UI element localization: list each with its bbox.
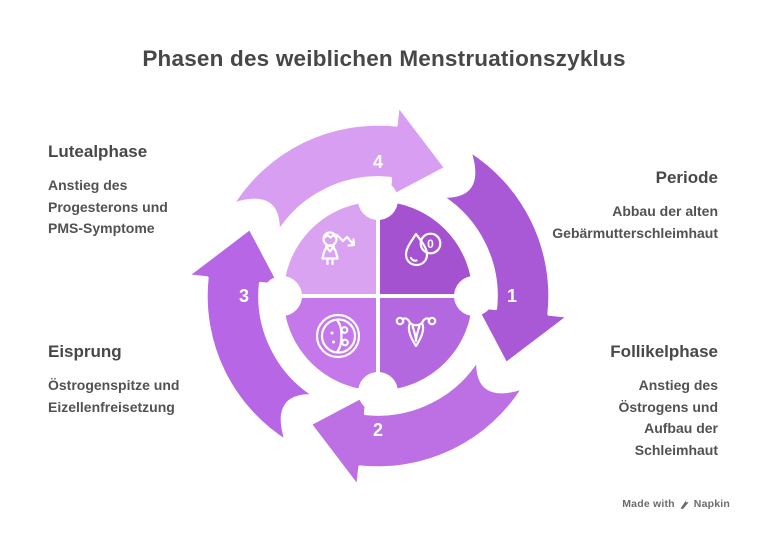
phase-number-1: 1 <box>507 286 517 306</box>
phase-name-eisprung: Eisprung <box>48 342 122 361</box>
quadrant-lutealphase <box>282 200 378 296</box>
phase-description-lutealphase: Anstieg des Progesterons und PMS-Symptom… <box>48 177 168 236</box>
page-title: Phasen des weiblichen Menstruationszyklu… <box>142 46 626 71</box>
phase-block-lutealphase: Lutealphase Anstieg des Progesterons und… <box>48 142 223 240</box>
center-wheel <box>262 180 494 412</box>
phase-description-periode: Abbau der alten Gebärmutterschleimhaut <box>552 203 718 241</box>
declining-hormones-icon <box>323 233 355 265</box>
phase-description-eisprung: Östrogenspitze und Eizellenfreisetzung <box>48 377 180 415</box>
napkin-logo-icon <box>680 500 689 509</box>
made-with-napkin-credit: Made with Napkin <box>622 498 730 510</box>
phase-name-lutealphase: Lutealphase <box>48 142 148 161</box>
notch-top <box>358 180 398 220</box>
brand-label: Napkin <box>693 498 730 510</box>
phase-block-periode: Periode Abbau der alten Gebärmutterschle… <box>483 168 718 244</box>
zero-badge-label: 0 <box>427 237 434 251</box>
quadrant-eisprung <box>282 296 378 392</box>
notch-bottom <box>358 372 398 412</box>
notch-left <box>262 276 302 316</box>
blood-drop-zero-icon: 0 <box>406 234 440 265</box>
made-with-label: Made with <box>622 498 675 510</box>
phase-block-eisprung: Eisprung Östrogenspitze und Eizellenfrei… <box>48 342 243 418</box>
phase-number-2: 2 <box>373 420 383 440</box>
phase-name-follikelphase: Follikelphase <box>610 342 718 361</box>
uterus-icon <box>397 318 435 346</box>
phase-name-periode: Periode <box>655 168 718 187</box>
phase-number-3: 3 <box>239 286 249 306</box>
phase-block-follikelphase: Follikelphase Anstieg des Östrogens und … <box>513 342 718 461</box>
notch-right <box>454 276 494 316</box>
phase-numbers: 4 1 2 3 <box>239 152 517 440</box>
egg-cell-icon <box>317 315 359 357</box>
phase-description-follikelphase: Anstieg des Östrogens und Aufbau der Sch… <box>618 377 718 458</box>
phase-number-4: 4 <box>373 152 383 172</box>
